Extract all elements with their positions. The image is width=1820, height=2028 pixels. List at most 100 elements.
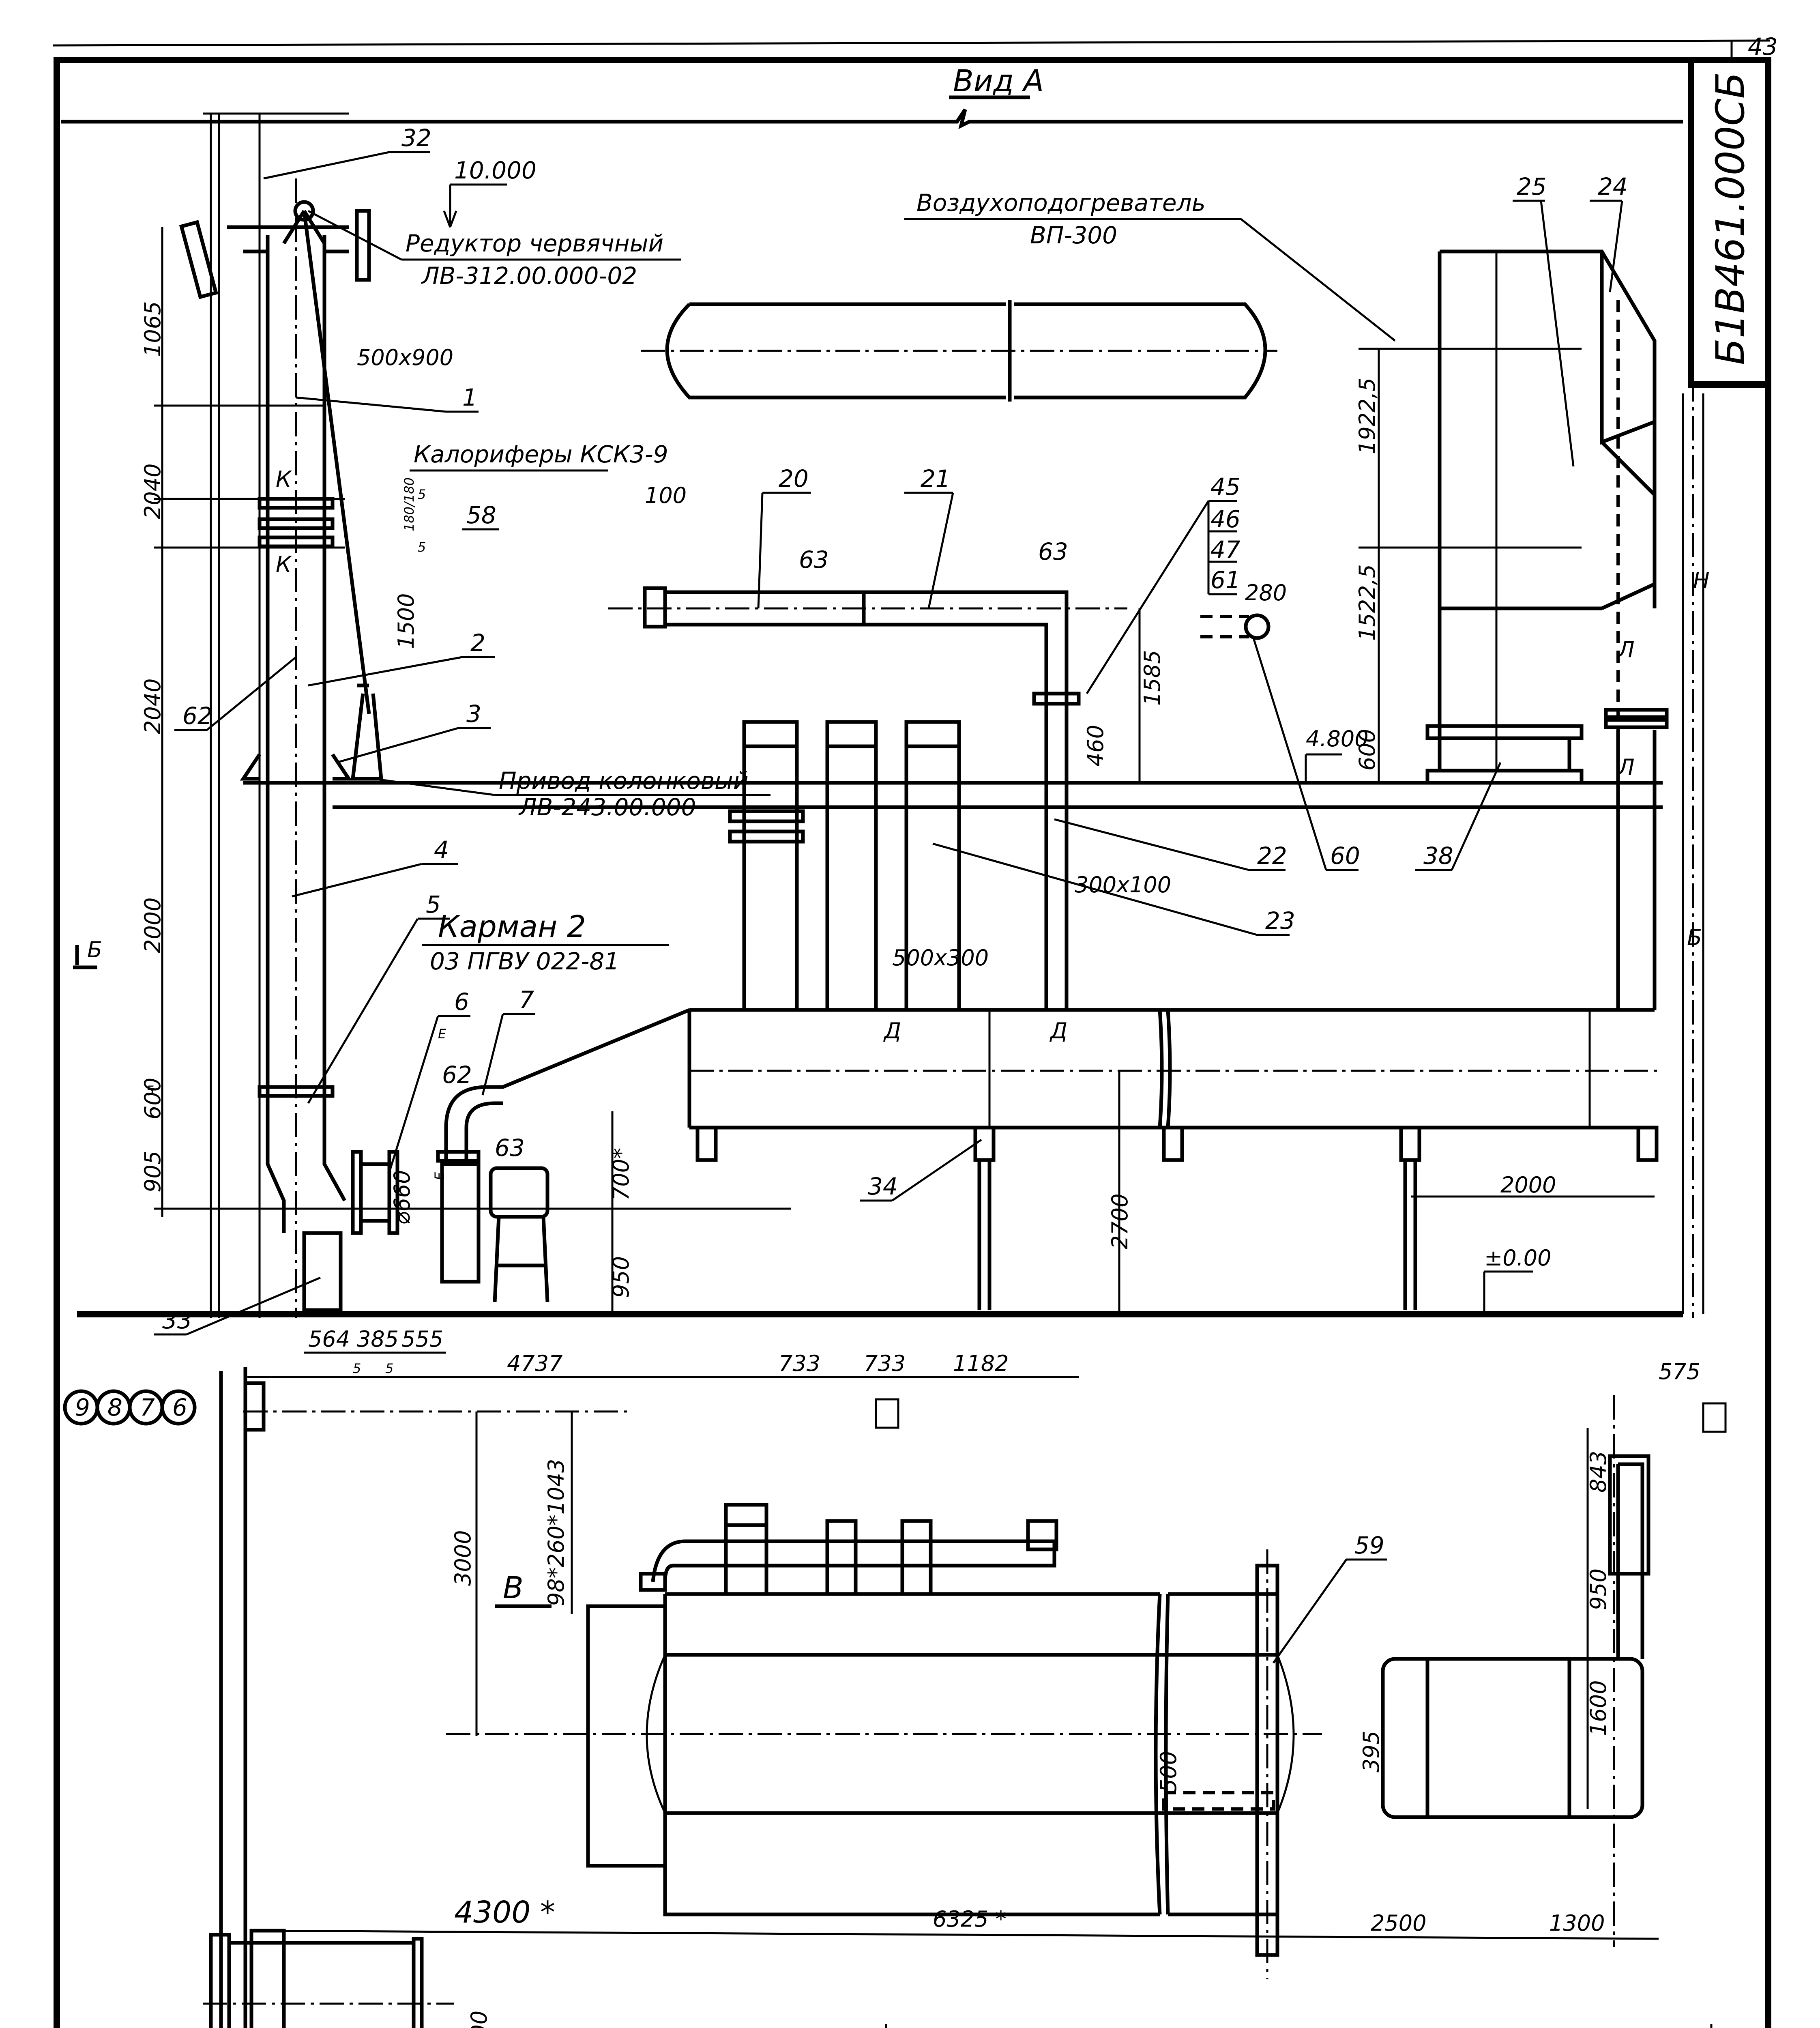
duct-supports xyxy=(695,1126,1659,1310)
dimensions-elevation-d2000-text: 2000 xyxy=(140,898,165,953)
dimensions-elevation-d2040a-text: 2040 xyxy=(140,464,165,519)
section-marks-D-right-text: Д xyxy=(1050,1018,1067,1044)
dimensions-plan-d6325-text: 6325 * xyxy=(933,1906,1007,1932)
plan-view xyxy=(203,1367,1727,2028)
callouts-1-text: ЛВ-243.00.000 xyxy=(518,793,696,821)
dimensions-plan-d1182-text: 1182 xyxy=(953,1351,1009,1376)
dimensions-elevation-d385-text: 385 xyxy=(357,1326,399,1352)
sheet-view-title-text: Вид А xyxy=(953,64,1044,99)
callouts-1-text: 03 ПГВУ 022-81 xyxy=(430,947,619,975)
callouts-0-text: Карман 2 xyxy=(438,909,586,944)
part-numbers-p6-text: 6 xyxy=(454,988,469,1016)
air-heater-shell xyxy=(641,300,1277,402)
dimensions-plan-d2500-text: 2500 xyxy=(1371,1910,1426,1936)
section-marks-B-left-text: Б xyxy=(87,937,102,962)
section-marks-K-bot-text: К xyxy=(276,552,292,577)
callouts-duct-300x100-text: 300x100 xyxy=(1075,872,1171,898)
part-labels: 32 1 58 2 3 62 4 5 6 7 62 63 33 20 21 63… xyxy=(154,124,1628,1664)
part-numbers-p5-text: 5 xyxy=(426,891,441,918)
dimensions-plan-d1600-text: 1600 xyxy=(1586,1680,1611,1736)
callouts-elevation-mid-text: 4.800 xyxy=(1306,726,1369,752)
section-marks-B-right-text: Б xyxy=(1687,925,1702,950)
dimensions-elevation-d600-text: 600 xyxy=(140,1078,165,1119)
plan-dimensions: 4737 733 733 1182 3000 98*260*1043 575 8… xyxy=(247,1351,1700,2028)
dimensions-elevation-d1500-text: 1500 xyxy=(393,593,419,649)
callouts-dia-660-text: ⌀660 xyxy=(389,1170,415,1225)
dimensions-plan-d843-text: 843 xyxy=(1586,1451,1611,1493)
dimensions-plan-d733a-text: 733 xyxy=(779,1351,820,1376)
column-markers xyxy=(875,1398,1727,1433)
grid-axes-3-text: 6 xyxy=(172,1394,187,1421)
section-marks-V-text: В xyxy=(503,1570,524,1605)
section-marks: К К Е Е Д Д Л Л Н Б Б В А А xyxy=(73,466,1710,1608)
dimensions-elevation-d1522-text: 1522,5 xyxy=(1354,564,1380,641)
dimensions-plan-d3000-text: 3000 xyxy=(450,1530,476,1586)
part-numbers-p4-text: 4 xyxy=(434,836,449,864)
part-numbers-p7-text: 7 xyxy=(519,986,534,1014)
dimensions-elevation-d555-text: 555 xyxy=(401,1326,443,1352)
dimensions-elevation-d280-text: 280 xyxy=(1245,580,1287,606)
elevation-view xyxy=(77,112,1704,1318)
part-numbers-p47-text: 47 xyxy=(1210,536,1241,563)
callouts-1-text: ЛВ-312.00.000-02 xyxy=(421,262,637,290)
grid-axes-0-text: 9 xyxy=(75,1394,90,1421)
part-numbers-p22-text: 22 xyxy=(1257,842,1287,870)
dimensions-plan-d575-text: 575 xyxy=(1659,1359,1700,1384)
part-numbers-p60-text: 60 xyxy=(1330,842,1360,870)
dimensions-elevation-d600b-text: 600 xyxy=(1354,729,1380,771)
section-marks-K-top-text: К xyxy=(276,466,292,492)
dimensions-plan-d395-text: 395 xyxy=(1359,1731,1384,1772)
view-a-title: Вид А xyxy=(61,64,1683,129)
part-numbers-p45-text: 45 xyxy=(1210,473,1241,501)
dimensions-elevation-d5b-text: 5 xyxy=(418,487,426,502)
page-number: 43 xyxy=(1748,33,1778,60)
dimensions-elevation-d1922-text: 1922,5 xyxy=(1354,378,1380,454)
section-marks-H-text: Н xyxy=(1693,568,1710,593)
section-marks-E-top-text: Е xyxy=(438,1026,446,1042)
part-numbers-p21-text: 21 xyxy=(921,465,951,492)
dimensions-elevation-d2040b-text: 2040 xyxy=(140,679,165,734)
part-numbers-p20-text: 20 xyxy=(779,465,809,492)
part-numbers-p58-text: 58 xyxy=(466,501,496,529)
dimensions-elevation-d180-text: 180/180 xyxy=(401,477,417,531)
dimensions-elevation-d564-text: 564 xyxy=(308,1326,350,1352)
callouts-elevation-top-text: 10.000 xyxy=(454,157,537,184)
dimensions-plan-d700a-text: 700 xyxy=(466,2011,492,2028)
dimensions-elevation-d5a-text: 5 xyxy=(146,1083,154,1098)
callouts-elevation-zero-text: ±0.00 xyxy=(1484,1245,1551,1271)
dimensions-elevation-d905-text: 905 xyxy=(140,1151,165,1192)
part-numbers-p25-text: 25 xyxy=(1517,173,1547,200)
dimensions-elevation-d2000b-text: 2000 xyxy=(1500,1172,1556,1198)
callouts-0-text: Воздухоподогреватель xyxy=(916,189,1206,217)
part-numbers-p46-text: 46 xyxy=(1210,505,1241,533)
section-marks-L-bot-text: Л xyxy=(1617,754,1635,780)
callouts-0-text: Редуктор червячный xyxy=(406,230,663,257)
dimensions-elevation-d100-text: 100 xyxy=(645,483,687,508)
part-numbers-p24-text: 24 xyxy=(1598,173,1628,200)
part-numbers-p59-text: 59 xyxy=(1354,1532,1384,1559)
part-numbers-p1-text: 1 xyxy=(462,384,477,411)
part-numbers-p61-text: 61 xyxy=(1210,566,1241,594)
callouts-calorifers-text: Калориферы КСК3-9 xyxy=(414,440,668,468)
dimensions-elevation-d1585-text: 1585 xyxy=(1140,650,1165,706)
section-marks-D-left-text: Д xyxy=(883,1018,901,1044)
callouts-0-text: Привод колонковый xyxy=(499,767,749,795)
part-numbers-p38-text: 38 xyxy=(1423,842,1453,870)
dimensions-elevation-d5c-text: 5 xyxy=(418,539,426,555)
dimensions-elevation-d1065-text: 1065 xyxy=(140,301,165,357)
part-numbers-p63a-text: 63 xyxy=(495,1134,525,1162)
part-numbers-p2-text: 2 xyxy=(470,629,485,657)
dimensions-plan-d950p-text: 950 xyxy=(1586,1568,1611,1610)
side-code: Б1В461.000СБ xyxy=(1708,72,1753,365)
callouts-duct-500x900-text: 500x900 xyxy=(357,345,453,370)
sheet-frame: 43 Б1В461.000СБ xyxy=(52,33,1778,2028)
section-marks-L-top-text: Л xyxy=(1617,637,1635,662)
section-marks-E-bot-text: Е xyxy=(432,1172,447,1180)
callouts-duct-500x300-text: 500x300 xyxy=(892,945,989,971)
elevation-dimensions: 1065 2040 2040 2000 600 905 5 5 5 180/18… xyxy=(140,227,1655,1376)
grid-axes-1-text: 8 xyxy=(107,1394,122,1421)
part-numbers-p62-text: 62 xyxy=(182,702,212,730)
dimensions-plan-d4300-text: 4300 * xyxy=(454,1895,555,1930)
part-numbers-p33-text: 33 xyxy=(162,1306,192,1334)
dimensions-plan-d733b-text: 733 xyxy=(864,1351,906,1376)
